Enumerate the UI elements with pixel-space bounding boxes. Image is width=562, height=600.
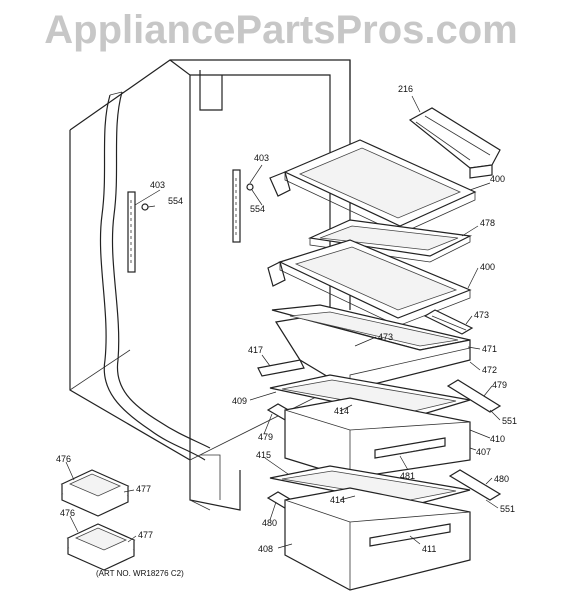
watermark-logo: AppliancePartsPros.com — [44, 8, 518, 52]
callout-478: 478 — [480, 218, 495, 228]
callout-473-right: 473 — [474, 310, 489, 320]
crisper-drawer-lower — [284, 487, 471, 591]
callout-410: 410 — [490, 434, 505, 444]
callout-477-upper: 477 — [136, 484, 151, 494]
crisper-drawer-middle — [284, 397, 471, 479]
dairy-bin — [408, 107, 501, 179]
callout-480-left: 480 — [262, 518, 277, 528]
callout-417: 417 — [248, 345, 263, 355]
callout-414-lower: 414 — [330, 495, 345, 505]
callout-407: 407 — [476, 447, 491, 457]
pan-cover-415 — [269, 465, 471, 507]
snack-bin-lower — [66, 523, 136, 571]
shelf-ladder-left — [127, 191, 136, 273]
shelf-clip-right — [246, 183, 254, 191]
callout-415: 415 — [256, 450, 271, 460]
callout-216: 216 — [398, 84, 413, 94]
shelf-ladder-right — [232, 169, 241, 243]
crisper-drawer-upper — [271, 304, 471, 391]
shelf-clip-left — [141, 203, 149, 211]
snack-bin-upper — [60, 469, 130, 517]
callout-476-lower: 476 — [60, 508, 75, 518]
leader-lines — [65, 95, 501, 549]
callout-554-left: 554 — [168, 196, 183, 206]
callout-551-lower: 551 — [500, 504, 515, 514]
callout-477-lower: 477 — [138, 530, 153, 540]
callout-400-lower: 400 — [480, 262, 495, 272]
callout-408: 408 — [258, 544, 273, 554]
callout-411: 411 — [422, 544, 436, 554]
callout-479-right: 479 — [492, 380, 507, 390]
callout-472: 472 — [482, 365, 497, 375]
callout-471: 471 — [482, 344, 497, 354]
art-number-note: (ART NO. WR18276 C2) — [96, 569, 184, 578]
callout-476-upper: 476 — [56, 454, 71, 464]
callout-481: 481 — [400, 471, 415, 481]
callout-479-left: 479 — [258, 432, 273, 442]
pan-rail-479-right — [446, 379, 502, 413]
callout-551-upper: 551 — [502, 416, 517, 426]
callout-400-upper: 400 — [490, 174, 505, 184]
callout-403-left: 403 — [150, 180, 165, 190]
callout-403-right: 403 — [254, 153, 269, 163]
callout-473-center: 473 — [378, 332, 393, 342]
callout-554-right: 554 — [250, 204, 265, 214]
callout-480-right: 480 — [494, 474, 509, 484]
callout-409: 409 — [232, 396, 247, 406]
shelf-half-478 — [307, 219, 473, 263]
shelf-upper — [269, 139, 477, 235]
callout-414-upper: 414 — [334, 406, 349, 416]
pan-rail-417 — [257, 359, 305, 377]
fresh-food-liner — [69, 59, 351, 511]
pan-rail-473 — [423, 309, 474, 335]
shelf-lower — [267, 239, 472, 327]
pan-rail-480-right — [448, 469, 502, 501]
